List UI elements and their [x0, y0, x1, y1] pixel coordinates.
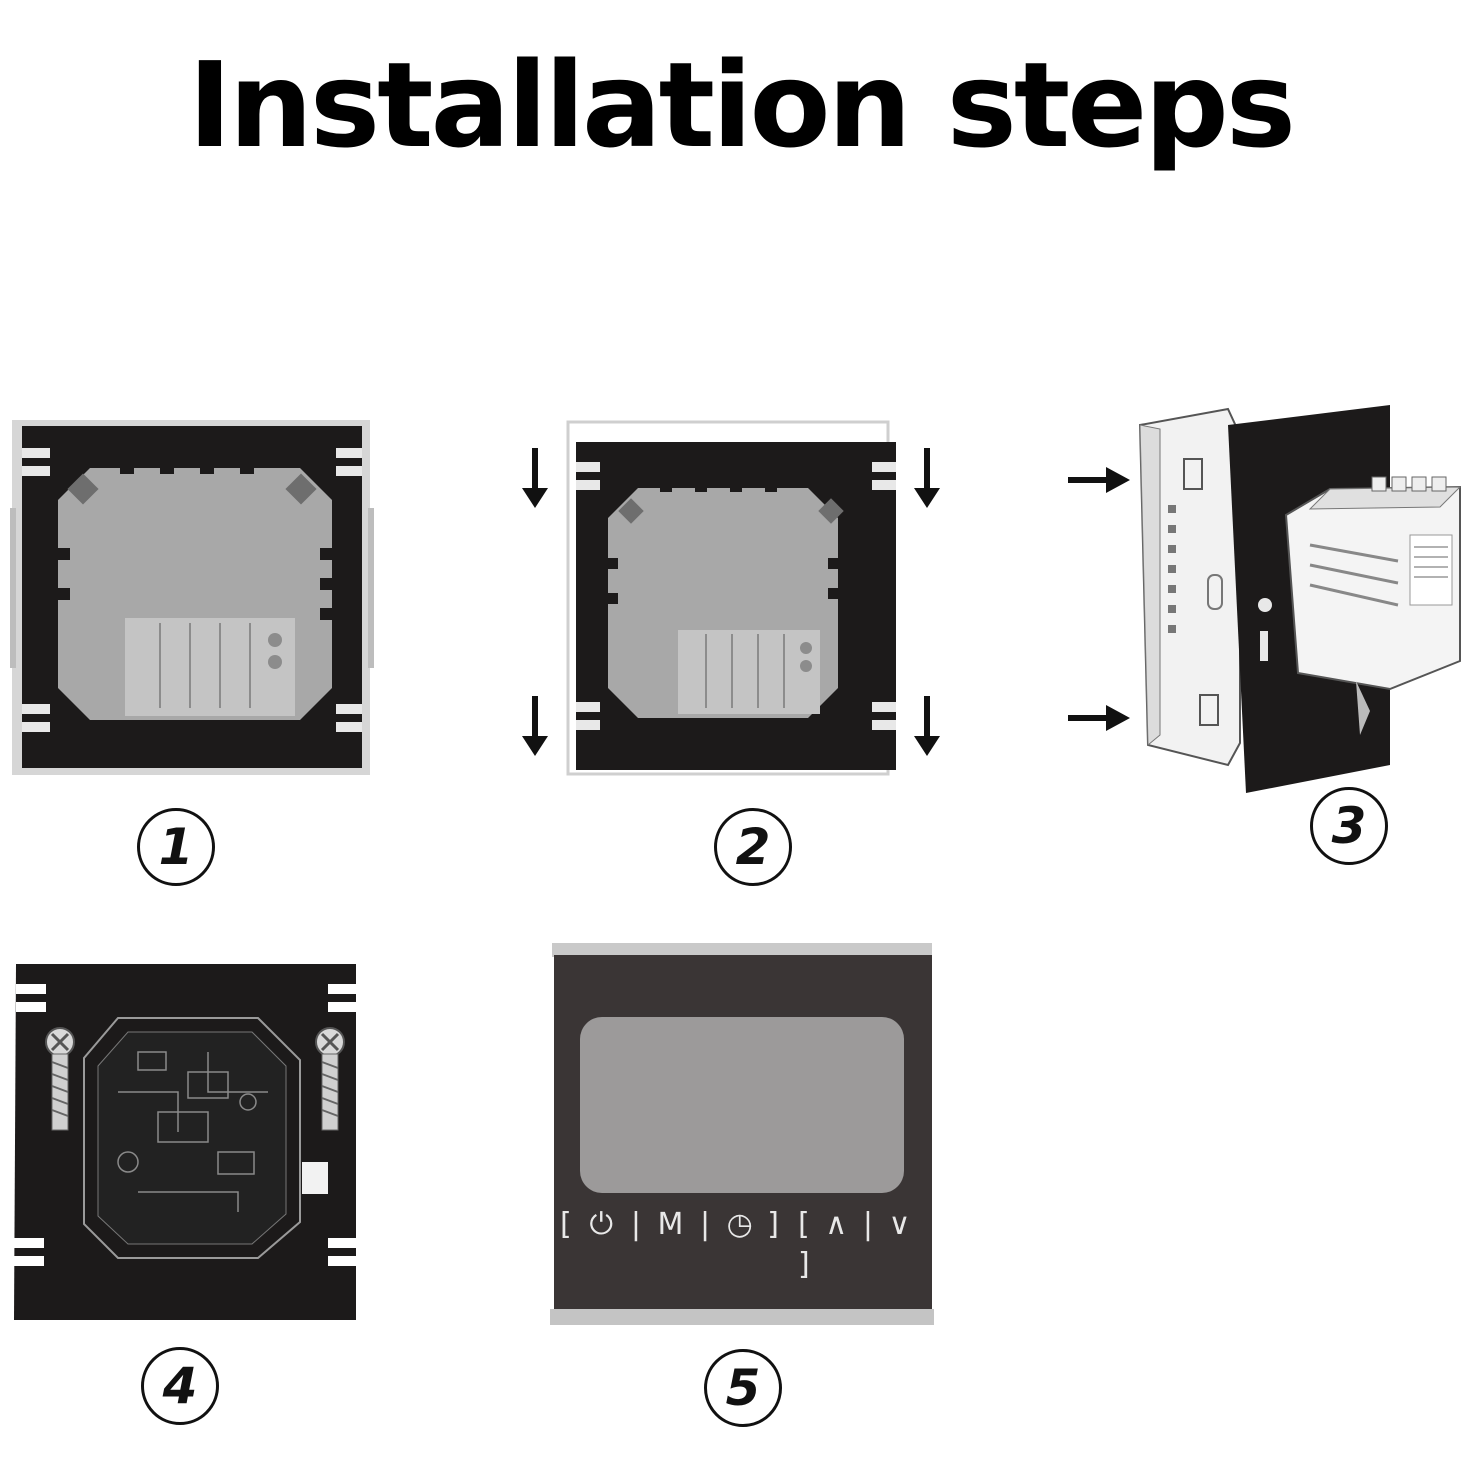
arrow-down-icon	[914, 696, 940, 756]
circuit-board	[83, 1017, 301, 1259]
arrow-right-icon	[1068, 467, 1130, 493]
power-button[interactable]: ⏻	[589, 1207, 614, 1242]
arrow-down-icon	[914, 448, 940, 508]
step-3-illustration	[1068, 405, 1462, 793]
page-title: Installation steps	[187, 36, 1296, 174]
step-1-illustration	[10, 420, 374, 775]
step-number-5: 5	[704, 1349, 782, 1427]
arrow-right-icon	[1068, 705, 1130, 731]
up-button[interactable]: ∧	[825, 1207, 848, 1242]
step-4-illustration	[14, 964, 358, 1320]
down-button[interactable]: ∨	[888, 1207, 911, 1242]
arrow-down-icon	[522, 696, 548, 756]
arrow-down-icon	[522, 448, 548, 508]
step-number-4: 4	[141, 1347, 219, 1425]
step-number-3: 3	[1310, 787, 1388, 865]
screw-icon	[315, 1027, 345, 1131]
step-2-illustration	[522, 420, 940, 776]
mode-button[interactable]: M	[657, 1207, 684, 1242]
step-5-illustration: [ ⏻ | M | ◷ ] [ ∧ | ∨ ]	[550, 943, 934, 1325]
lcd-screen	[580, 1017, 904, 1193]
clock-button[interactable]: ◷	[726, 1207, 753, 1242]
step-number-2: 2	[714, 808, 792, 886]
screw-icon	[45, 1027, 75, 1131]
step-number-1: 1	[137, 808, 215, 886]
